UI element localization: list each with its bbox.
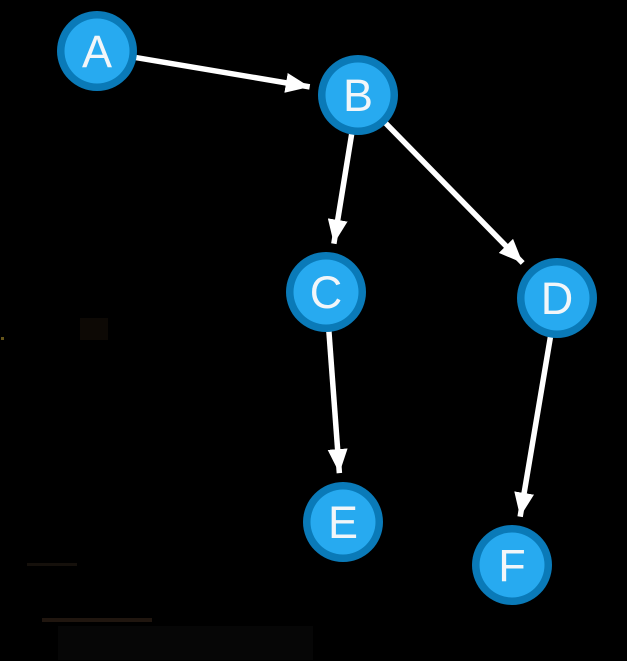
edge-D-F <box>514 335 554 518</box>
screen-artifact <box>58 626 313 660</box>
screen-artifact <box>1 337 4 340</box>
node-B[interactable]: B <box>318 55 398 135</box>
edge-B-D <box>382 120 525 265</box>
edge-A-B <box>134 54 311 93</box>
edge-C-E <box>326 329 348 474</box>
screen-artifact <box>27 563 77 566</box>
node-body <box>64 18 130 84</box>
screen-artifact <box>80 318 108 340</box>
screen-artifact <box>42 618 152 622</box>
edge-B-C <box>327 132 355 245</box>
node-F[interactable]: F <box>472 525 552 605</box>
node-C[interactable]: C <box>286 252 366 332</box>
node-E[interactable]: E <box>303 482 383 562</box>
node-body <box>325 62 391 128</box>
node-body <box>310 489 376 555</box>
node-D[interactable]: D <box>517 258 597 338</box>
node-body <box>524 265 590 331</box>
node-body <box>479 532 545 598</box>
node-A[interactable]: A <box>57 11 137 91</box>
node-body <box>293 259 359 325</box>
